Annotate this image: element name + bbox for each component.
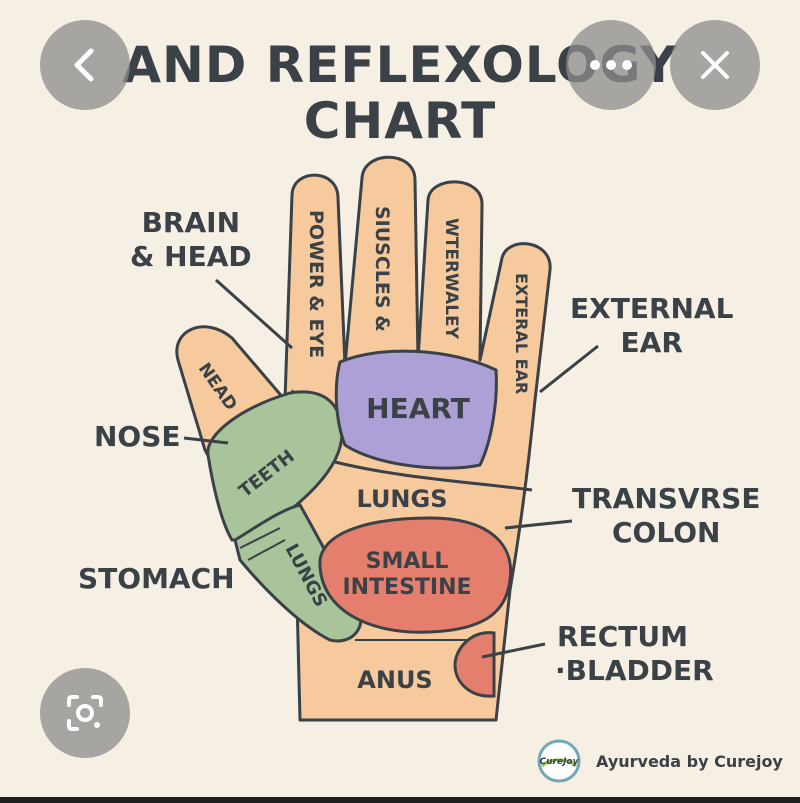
more-options-button[interactable] [566, 20, 656, 110]
brand-text: Ayurveda by Curejoy [596, 751, 783, 771]
label-lungs: LUNGS [357, 485, 448, 513]
lens-camera-icon [67, 695, 103, 731]
callout-external-ear: EXTERNAL EAR [570, 292, 733, 360]
callout-brain-line-2: & HEAD [130, 240, 252, 273]
label-heart: HEART [366, 392, 470, 425]
lens-search-button[interactable] [40, 668, 130, 758]
pointer-rectum [481, 642, 546, 659]
close-button[interactable] [670, 20, 760, 110]
pointer-colon [504, 519, 573, 530]
chevron-left-icon [74, 48, 94, 82]
label-small-intestine-1: SMALL [366, 549, 449, 574]
label-ring-finger: WTERWALEY [441, 218, 461, 340]
label-anus: ANUS [357, 666, 432, 694]
label-middle-finger: SIUSCLES & [371, 206, 393, 332]
callout-transverse-colon: TRANSVRSE COLON [572, 482, 760, 550]
callout-ear-line-2: EAR [620, 326, 683, 359]
callout-stomach: STOMACH [78, 562, 235, 595]
callout-brain-line-1: BRAIN [141, 206, 241, 239]
heart-region [334, 349, 498, 470]
back-button[interactable] [40, 20, 130, 110]
brand: CureJoy Ayurveda by Curejoy [536, 738, 783, 784]
callout-ear-line-1: EXTERNAL [570, 292, 734, 325]
pointer-ear [539, 344, 599, 394]
callout-colon-line-2: COLON [612, 516, 721, 549]
small-intestine-region [318, 516, 513, 634]
pointer-brain [214, 278, 294, 350]
label-little-finger: EXTERAL EAR [512, 273, 531, 394]
callout-rectum-line-2: ·BLADDER [555, 654, 714, 687]
logo-text: CureJoy [540, 757, 580, 767]
chart-title-line-2: CHART [303, 92, 497, 150]
callout-nose: NOSE [94, 420, 181, 453]
callout-rectum-bladder: RECTUM ·BLADDER [555, 620, 714, 688]
callout-bladder-text: BLADDER [565, 654, 714, 687]
label-index-finger: POWER & EYE [305, 210, 327, 358]
close-icon [701, 51, 729, 79]
label-small-intestine-2: INTESTINE [342, 575, 471, 600]
callout-colon-line-1: TRANSVRSE [572, 482, 761, 515]
pointer-nose [183, 436, 229, 445]
callout-rectum-line-1: RECTUM [557, 620, 688, 653]
curejoy-logo: CureJoy [537, 739, 581, 783]
bottom-edge-bar [0, 797, 800, 803]
callout-brain-head: BRAIN & HEAD [130, 206, 252, 274]
more-horizontal-icon [590, 60, 632, 70]
rectum-region [453, 631, 496, 698]
